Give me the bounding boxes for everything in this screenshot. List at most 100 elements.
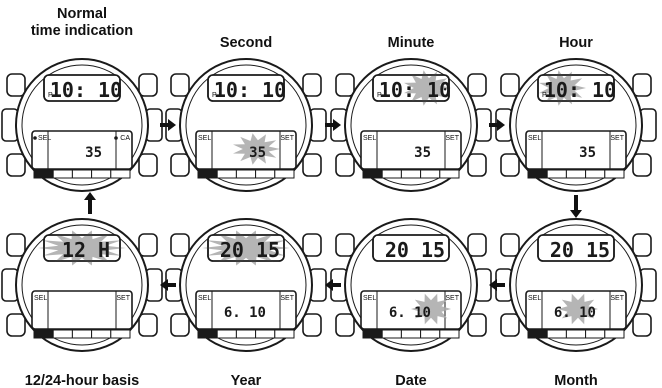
side-button — [335, 73, 355, 97]
mode-segment — [110, 329, 131, 339]
flash-burst — [404, 70, 451, 106]
side-button — [632, 233, 652, 257]
side-button — [138, 233, 158, 257]
side-button — [467, 153, 487, 177]
mode-segment — [546, 169, 567, 179]
top-display-frame — [372, 74, 450, 102]
mode-segment — [216, 169, 237, 179]
mode-segment — [565, 169, 587, 179]
watch-bezel — [515, 64, 637, 186]
mode-segment — [420, 329, 441, 339]
label-minute: Minute — [388, 35, 435, 51]
bottom-digits: 35 — [85, 145, 102, 161]
side-button — [335, 153, 355, 177]
mode-segment — [110, 169, 131, 179]
bottom-panel — [31, 290, 133, 330]
mode-segment — [439, 329, 460, 339]
watch-bezel — [350, 64, 472, 186]
arrow-normal-to-second — [160, 119, 176, 131]
sel-label: SEL — [528, 295, 541, 302]
watch-bezel — [515, 224, 637, 346]
side-button — [6, 153, 26, 177]
mode-segment — [52, 169, 73, 179]
bottom-panel — [31, 130, 133, 170]
sel-label: SEL — [34, 295, 47, 302]
label-hour: Hour — [559, 35, 593, 51]
flash-burst — [202, 230, 290, 266]
label-normal: Normal — [57, 6, 107, 22]
top-display-frame — [372, 234, 450, 262]
mode-segment — [33, 169, 54, 179]
bottom-panel — [525, 130, 627, 170]
label-second: Second — [220, 35, 272, 51]
mode-segment — [274, 329, 295, 339]
set-label: SET — [280, 295, 294, 302]
mode-segment — [52, 329, 73, 339]
top-display-frame — [537, 234, 615, 262]
mode-segment — [604, 329, 625, 339]
mode-segment — [197, 329, 218, 339]
mode-segment — [400, 329, 422, 339]
mode-segment — [255, 169, 276, 179]
arrow-year-to-basis — [160, 279, 176, 291]
top-digits: 10: 10 — [544, 78, 616, 102]
sel-label: SEL — [38, 135, 51, 142]
sel-label: SEL — [363, 295, 376, 302]
watch-bezel — [21, 64, 143, 186]
mode-segment — [546, 329, 567, 339]
arrow-head — [325, 279, 333, 291]
sel-label: SEL — [363, 135, 376, 142]
sel-label: SEL — [198, 295, 211, 302]
top-display-frame — [43, 234, 121, 262]
bottom-digits: 35 — [249, 145, 266, 161]
mode-segment — [235, 329, 257, 339]
set-label: SET — [116, 295, 130, 302]
side-button — [6, 233, 26, 257]
arrow-minute-to-hour — [489, 119, 505, 131]
pm-indicator: P — [48, 92, 53, 99]
flash-burst — [558, 293, 598, 325]
top-digits: 20 15 — [550, 238, 610, 262]
flash-burst — [38, 230, 126, 266]
arrow-basis-to-normal — [84, 192, 96, 214]
mode-segment — [255, 329, 276, 339]
side-button — [467, 233, 487, 257]
side-button — [170, 313, 190, 337]
arrow-head — [333, 119, 341, 131]
mode-segment — [235, 169, 257, 179]
side-button — [632, 153, 652, 177]
arrow-second-to-minute — [325, 119, 341, 131]
mode-segment — [91, 329, 112, 339]
side-button — [138, 153, 158, 177]
mode-segment — [274, 169, 295, 179]
flash-burst — [233, 133, 280, 165]
side-button — [138, 73, 158, 97]
label-normal-line2: time indication — [31, 23, 133, 39]
arrow-head — [497, 119, 505, 131]
side-button — [170, 153, 190, 177]
mode-segment — [565, 329, 587, 339]
side-button — [6, 73, 26, 97]
watch-bezel — [185, 224, 307, 346]
top-display-frame — [43, 74, 121, 102]
mode-segment — [33, 329, 54, 339]
label-hour-basis: 12/24-hour basis — [25, 373, 139, 388]
set-label: SET — [610, 295, 624, 302]
set-label: SET — [610, 135, 624, 142]
side-button — [302, 73, 322, 97]
mode-segment — [362, 329, 383, 339]
side-button — [138, 313, 158, 337]
sel-label: SEL — [528, 135, 541, 142]
top-digits: 10: 10 — [214, 78, 286, 102]
top-display-frame — [207, 234, 285, 262]
bottom-digits: 35 — [414, 145, 431, 161]
bottom-digits: 35 — [579, 145, 596, 161]
bottom-panel — [195, 290, 297, 330]
arrow-date-to-year — [325, 279, 341, 291]
mode-segment — [527, 169, 548, 179]
label-month: Month — [554, 373, 597, 388]
